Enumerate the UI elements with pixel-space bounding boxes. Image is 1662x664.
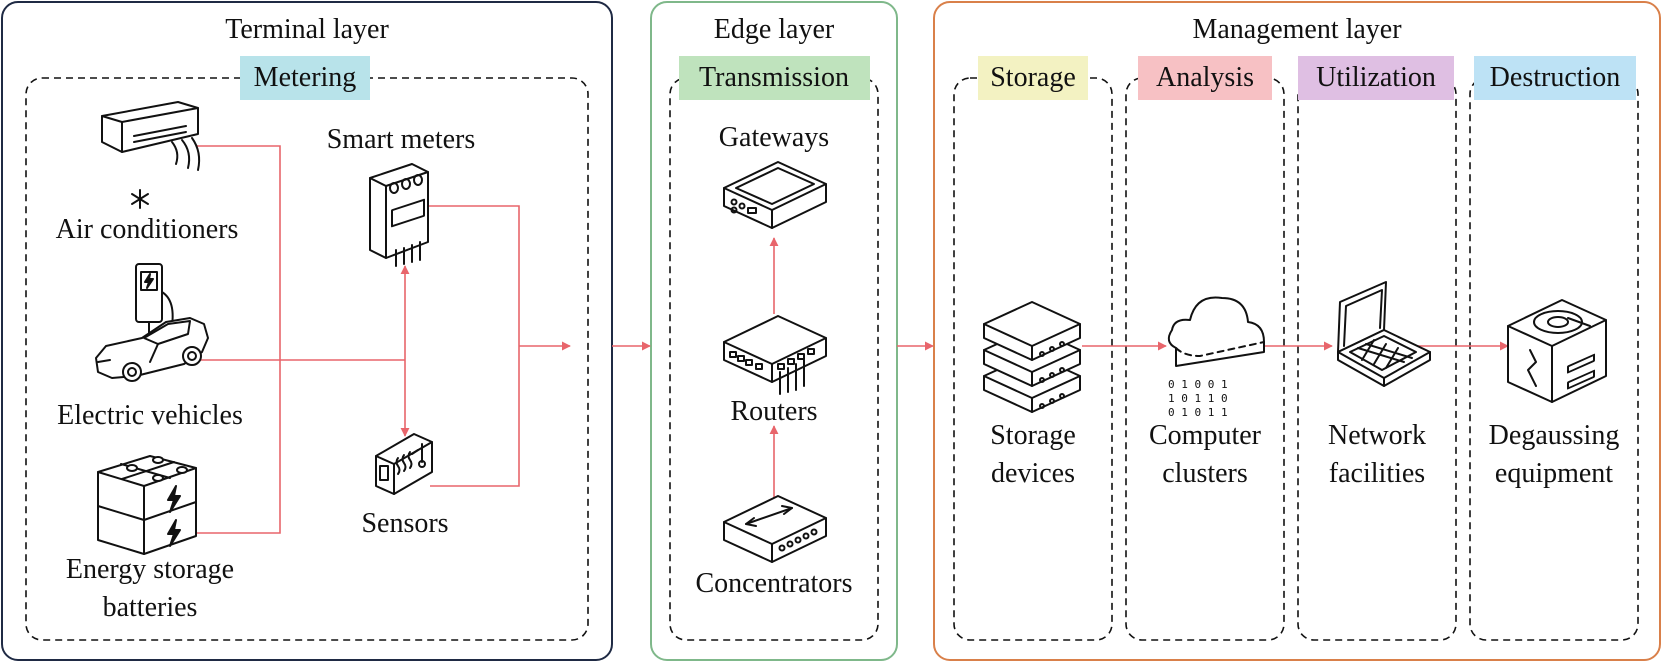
utilization-stage-label: Utilization <box>1316 62 1436 93</box>
svg-text:0 1 0 1 1: 0 1 0 1 1 <box>1168 406 1228 419</box>
concentrator-icon <box>723 495 827 563</box>
sensor-icon <box>375 433 433 495</box>
degaussing-equipment-label-line1: Degaussing <box>1489 420 1620 451</box>
gateways-label: Gateways <box>719 122 829 153</box>
smart-meters-label: Smart meters <box>327 124 476 155</box>
terminal-layer-frame <box>1 1 613 661</box>
battery-icon <box>97 455 197 555</box>
edge-layer-frame <box>650 1 898 661</box>
svg-text:1 0 1 1 0: 1 0 1 1 0 <box>1168 392 1228 405</box>
car-icon <box>95 317 209 382</box>
metering-tag <box>240 56 370 100</box>
air-conditioners-label: Air conditioners <box>56 214 239 245</box>
utilization-tag <box>1298 56 1454 100</box>
router-icon <box>723 315 827 395</box>
concentrators-label: Concentrators <box>695 568 852 599</box>
gateway-icon <box>723 161 827 229</box>
network-facilities-label-line2: facilities <box>1329 458 1425 489</box>
server-stack-icon <box>983 301 1081 413</box>
destruction-tag <box>1474 56 1636 100</box>
terminal-layer-title: Terminal layer <box>225 14 389 45</box>
energy-storage-label-line2: batteries <box>103 592 198 623</box>
terminal-flow-lines <box>196 145 571 534</box>
electric-vehicles-label: Electric vehicles <box>57 400 243 431</box>
storage-stage-label: Storage <box>990 62 1076 93</box>
management-layer-title: Management layer <box>1192 14 1402 45</box>
edge-layer-title: Edge layer <box>714 14 835 45</box>
storage-tag <box>978 56 1088 100</box>
laptop-icon <box>1337 281 1431 387</box>
air-conditioner-icon <box>101 101 201 209</box>
destruction-box <box>1469 77 1639 641</box>
management-layer-frame <box>933 1 1661 661</box>
routers-label: Routers <box>730 396 817 427</box>
computer-clusters-label-line1: Computer <box>1149 420 1262 451</box>
transmission-label: Transmission <box>699 62 849 93</box>
network-facilities-label-line1: Network <box>1328 420 1426 451</box>
svg-text:0 1 0 0 1: 0 1 0 0 1 <box>1168 378 1228 391</box>
storage-devices-label-line1: Storage <box>990 420 1076 451</box>
cloud-icon: 0 1 0 0 1 1 0 1 1 0 0 1 0 1 1 <box>1167 296 1265 419</box>
transmission-tag <box>679 56 870 100</box>
analysis-stage-label: Analysis <box>1156 62 1254 93</box>
metering-label: Metering <box>254 62 357 93</box>
destruction-stage-label: Destruction <box>1490 62 1621 93</box>
degausser-icon <box>1507 299 1607 403</box>
energy-storage-label-line1: Energy storage <box>66 554 234 585</box>
ev-charger-icon <box>135 263 174 343</box>
computer-clusters-label-line2: clusters <box>1162 458 1248 489</box>
analysis-tag <box>1138 56 1272 100</box>
degaussing-equipment-label-line2: equipment <box>1495 458 1613 489</box>
smart-meter-icon <box>369 163 429 267</box>
storage-devices-label-line2: devices <box>991 458 1075 489</box>
sensors-label: Sensors <box>361 508 448 539</box>
